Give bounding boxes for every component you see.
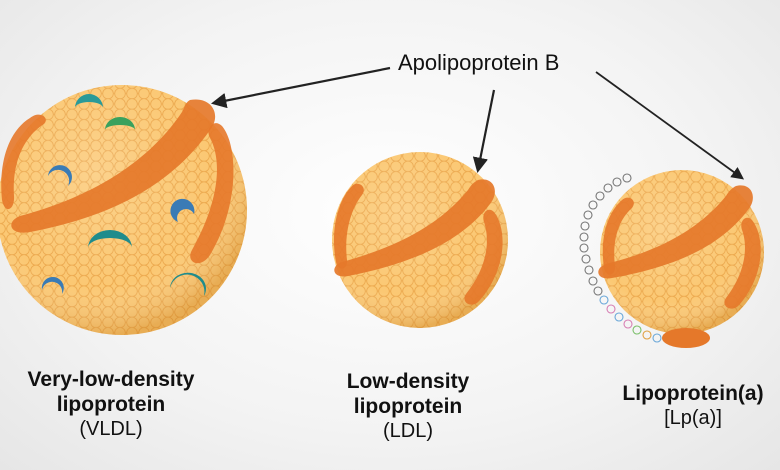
- vldl-blue-apoprotein: [48, 165, 72, 186]
- apo-a-protease-domain: [662, 328, 710, 348]
- vldl-name-line1: Very-low-density: [27, 368, 195, 391]
- ldl-abbreviation: (LDL): [382, 419, 433, 442]
- ldl-name-line1: Low-density: [346, 370, 470, 393]
- vldl-teal-apoprotein-2: [88, 230, 132, 248]
- vldl-name-line2: lipoprotein: [56, 392, 166, 416]
- vldl-blue-apoprotein-2: [170, 198, 195, 222]
- lpa-particle: [579, 170, 764, 348]
- vldl-apob-band-right: [190, 123, 234, 264]
- lpa-abbreviation: [Lp(a)]: [664, 406, 722, 429]
- ldl-apob-band-right: [464, 209, 503, 305]
- lpa-apob-band-right: [724, 217, 761, 309]
- ldl-apob-band-left: [333, 183, 364, 269]
- vldl-particle: [0, 85, 247, 335]
- vldl-green-apoprotein: [104, 116, 136, 130]
- vldl-blue-apoprotein-3: [41, 276, 64, 294]
- arrow-to-ldl: [472, 89, 496, 174]
- ldl-name-line2: lipoprotein: [353, 394, 463, 418]
- vldl-apob-band-main: [11, 99, 216, 233]
- lpa-apob-band-main: [598, 185, 753, 279]
- vldl-abbreviation: (VLDL): [79, 417, 143, 440]
- vldl-teal-apoprotein: [75, 94, 103, 108]
- lpa-apob-band-left: [602, 197, 634, 275]
- lpa-name-line1: Lipoprotein(a): [622, 382, 764, 405]
- arrow-to-lpa: [595, 71, 745, 180]
- apo-a-kringle-chain: [579, 173, 662, 343]
- apolipoprotein-b-label: Apolipoprotein B: [398, 50, 560, 75]
- ldl-particle: [332, 152, 508, 328]
- ldl-apob-band-main: [334, 179, 495, 277]
- arrow-to-vldl: [210, 66, 391, 109]
- vldl-caption: Very-low-density lipoprotein (VLDL): [0, 368, 222, 441]
- ldl-caption: Low-density lipoprotein (LDL): [318, 370, 498, 443]
- vldl-apob-band-left: [1, 114, 46, 210]
- lpa-caption: Lipoprotein(a) [Lp(a)]: [606, 382, 780, 430]
